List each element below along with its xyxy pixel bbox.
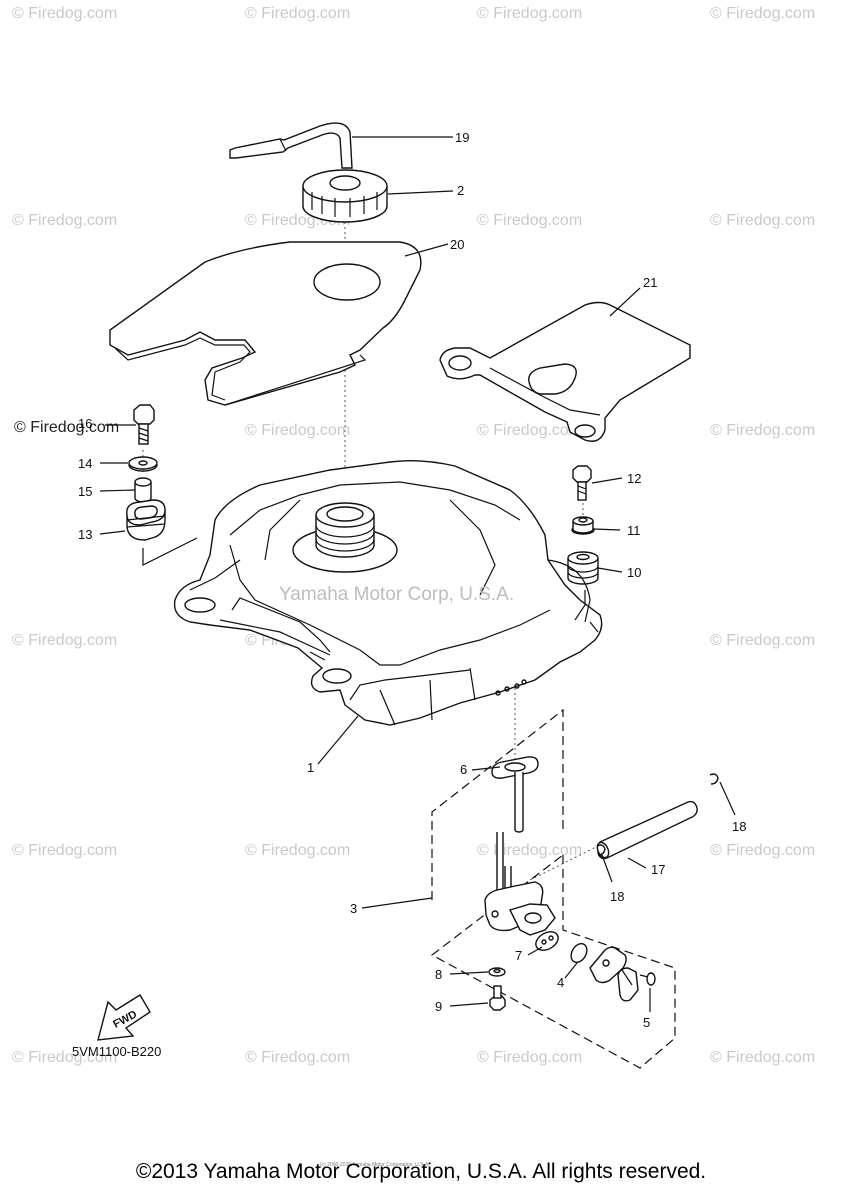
right-bolt-part — [572, 465, 592, 501]
callout-18: 18 — [732, 819, 746, 834]
callout-6: 6 — [460, 762, 467, 777]
watermark-text: © Firedog.com — [245, 5, 350, 22]
left-collar-part — [134, 477, 152, 503]
watermark-text: © Firedog.com — [12, 1049, 117, 1066]
callout-20: 20 — [450, 237, 464, 252]
watermark-text: © Firedog.com — [12, 842, 117, 859]
tank-pad-part — [109, 241, 422, 406]
callout-2: 2 — [457, 183, 464, 198]
callout-17: 17 — [651, 862, 665, 877]
watermark-text: © Firedog.com — [12, 632, 117, 649]
bottom-bolt-part — [489, 985, 506, 1011]
callout-3: 3 — [350, 901, 357, 916]
callout-19: 19 — [455, 130, 469, 145]
watermark-text: © Firedog.com — [245, 1049, 350, 1066]
callout-9: 9 — [435, 999, 442, 1014]
cock-gasket-part — [491, 756, 539, 779]
callout-14: 14 — [78, 456, 92, 471]
watermark-text: © Firedog.com — [710, 1049, 815, 1066]
callout-11: 11 — [627, 523, 641, 538]
callout-12: 12 — [627, 471, 641, 486]
leader-lines — [99, 136, 736, 1012]
callout-8: 8 — [435, 967, 442, 982]
watermark-text: © Firedog.com — [710, 842, 815, 859]
fuel-hose-part — [596, 800, 698, 860]
watermark-text: © Firedog.com — [477, 842, 582, 859]
lever-seal-part — [535, 931, 559, 951]
callout-13: 13 — [78, 527, 92, 542]
fwd-arrow-icon: FWD — [97, 994, 151, 1041]
breather-hose-part — [229, 122, 353, 169]
watermark-text: © Firedog.com — [245, 422, 350, 439]
tank-port-studs — [495, 679, 527, 696]
watermark-text: © Firedog.com — [477, 212, 582, 229]
watermark-text: © Firedog.com — [710, 212, 815, 229]
left-washer-part — [128, 456, 158, 472]
callout-numbers: 19 2 20 21 16 14 15 13 12 11 10 1 6 3 18… — [78, 130, 746, 1030]
side-plate-part — [439, 301, 691, 442]
tank-watermark: Yamaha Motor Corp, U.S.A. — [279, 584, 515, 605]
watermark-text: © Firedog.com — [710, 632, 815, 649]
fuel-cock-part — [430, 708, 676, 1069]
callout-4: 4 — [557, 975, 564, 990]
watermark-text: © Firedog.com — [477, 422, 582, 439]
watermark-text: © Firedog.com — [477, 5, 582, 22]
watermark-text: © Firedog.com — [245, 842, 350, 859]
callout-7: 7 — [515, 948, 522, 963]
watermark-text: © Firedog.com — [12, 5, 117, 22]
filler-neck-part — [292, 502, 398, 573]
callout-1: 1 — [307, 760, 314, 775]
callout-15: 15 — [78, 484, 92, 499]
right-collar-part — [571, 516, 595, 535]
copyright-notice: ©2013 Yamaha Motor Corporation, U.S.A. A… — [135, 1160, 707, 1183]
hose-clip-part — [596, 773, 719, 856]
watermark-text: © Firedog.com — [710, 422, 815, 439]
watermark-text: © Firedog.com — [12, 212, 117, 229]
grommet-leader — [142, 537, 198, 566]
left-grommet-part — [126, 499, 166, 541]
small-print: (c) 2000-2016 Yamaha Motor Corporation, … — [320, 1162, 430, 1168]
fuel-cap-part — [302, 169, 388, 223]
bottom-washer-part — [488, 967, 506, 977]
left-bolt-part — [133, 404, 155, 445]
lever-screw-part — [639, 972, 656, 986]
watermark-text-dark: © Firedog.com — [14, 419, 119, 436]
callout-21: 21 — [643, 275, 657, 290]
watermark-text: © Firedog.com — [477, 1049, 582, 1066]
callout-5: 5 — [643, 1015, 650, 1030]
callout-18: 18 — [610, 889, 624, 904]
watermark-text: © Firedog.com — [710, 5, 815, 22]
diagram-code: 5VM1100-B220 — [72, 1044, 162, 1059]
right-damper-part — [567, 551, 599, 585]
lever-plate-part — [589, 946, 639, 1002]
fuel-tank-part — [173, 459, 603, 726]
callout-10: 10 — [627, 565, 641, 580]
o-ring-part — [570, 942, 588, 964]
callout-16: 16 — [78, 416, 92, 431]
